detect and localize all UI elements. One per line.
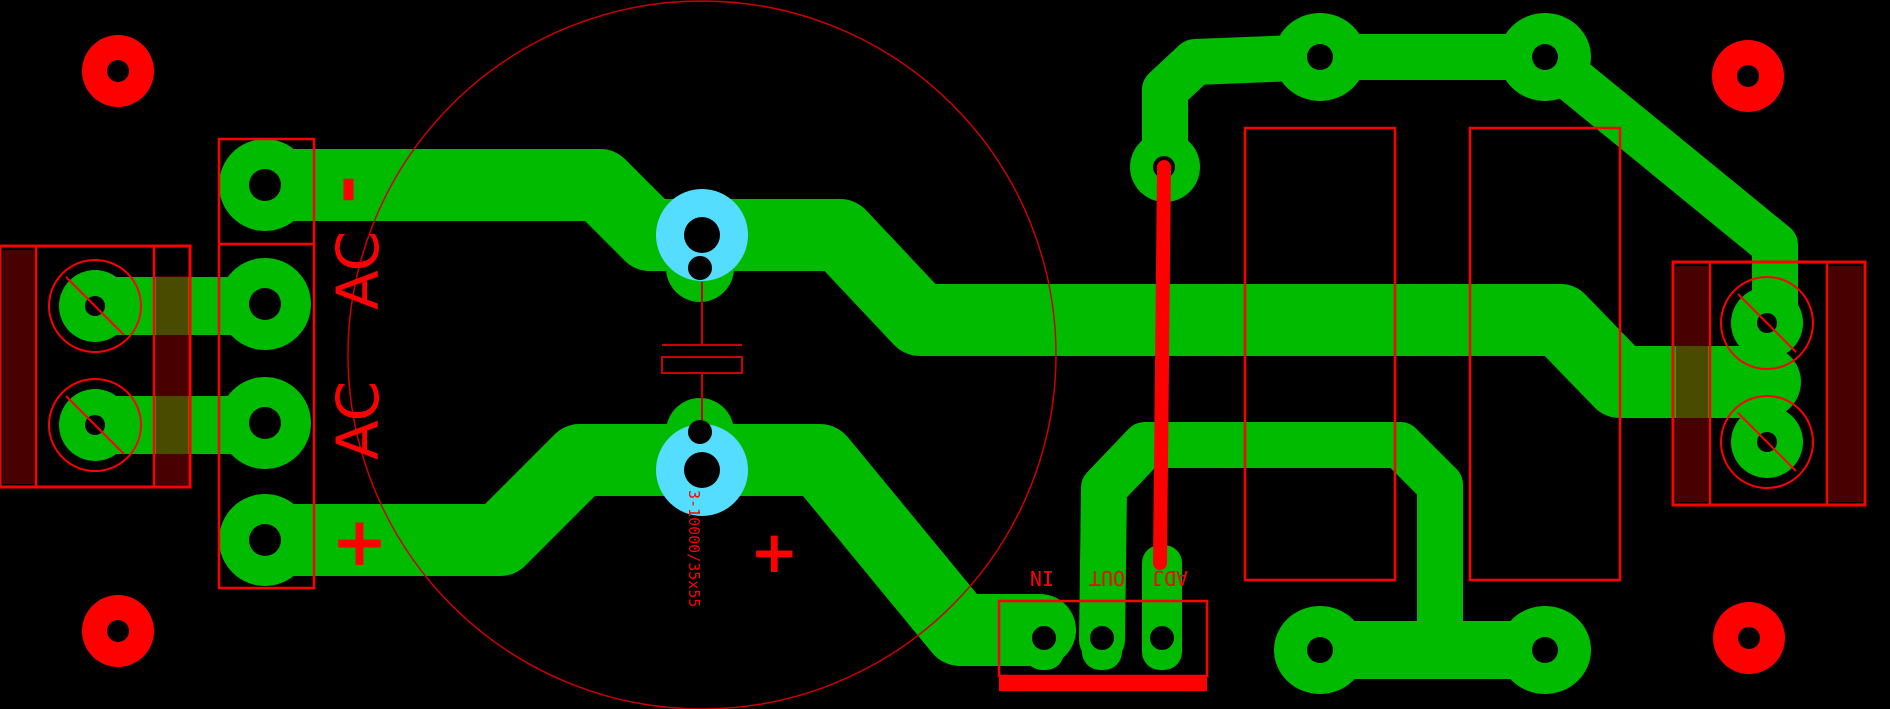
input-header-outline: [217, 137, 316, 590]
left-terminal-slash-2: [65, 395, 125, 455]
mounting-hole-br-drill: [1738, 627, 1760, 649]
right-terminal-screw-2: [1720, 395, 1814, 489]
ac-label-top: AC: [324, 231, 392, 310]
header-outline-rect: [217, 137, 316, 590]
right-terminal-hatch-left: [1676, 266, 1708, 502]
drill-res-left-top: [1307, 44, 1333, 70]
drill-cap-via-top: [684, 217, 720, 253]
left-terminal-frame: [0, 244, 192, 489]
ac-label-bottom: AC: [324, 381, 392, 460]
drill-res-right-bottom: [1532, 637, 1558, 663]
drill-reg-adj: [1150, 626, 1174, 650]
left-terminal-hatch-right: [156, 276, 188, 486]
trace-out-loop: [1079, 422, 1463, 673]
drill-header-1: [249, 169, 281, 201]
drill-res-right-top: [1532, 44, 1558, 70]
left-terminal-slash-1: [65, 276, 125, 336]
mounting-holes: [82, 35, 1785, 674]
drill-cap-pad-bottom: [688, 420, 712, 444]
cap-plus-label: +: [750, 518, 799, 586]
right-terminal-hatch-right: [1829, 266, 1862, 502]
mounting-hole-tl-drill: [107, 60, 129, 82]
drill-reg-out: [1090, 626, 1114, 650]
left-terminal-outline: [0, 244, 192, 489]
mounting-hole-bl: [82, 595, 154, 667]
right-terminal-slash-2: [1737, 412, 1797, 472]
right-terminal-slash-1: [1737, 293, 1797, 353]
left-terminal-screw-2: [48, 378, 142, 472]
drill-header-4: [249, 524, 281, 556]
minus-label: -: [311, 175, 393, 204]
drill-reg-in: [1032, 626, 1056, 650]
mounting-hole-tl: [82, 35, 154, 107]
mounting-hole-tr-drill: [1737, 65, 1759, 87]
plus-label-left: +: [331, 503, 388, 582]
right-terminal-outline: [1671, 260, 1867, 507]
capacitor-symbol: [661, 282, 743, 420]
drill-header-2: [249, 288, 281, 320]
reg-adj-label: ADJ: [1152, 566, 1188, 590]
trace-cap-to-right-top: [664, 199, 1801, 418]
drill-header-3: [249, 407, 281, 439]
right-terminal-frame: [1671, 260, 1867, 507]
right-terminal-screw-1: [1720, 276, 1814, 370]
regulator-heatsink-bar: [999, 676, 1207, 691]
mounting-hole-tr: [1712, 40, 1784, 112]
capacitor-outline: [347, 0, 1057, 709]
resistor-right-outline: [1468, 126, 1622, 582]
trace-plus-to-cap: [229, 424, 736, 576]
cap-value-label: 3-10000/35x55: [685, 490, 703, 607]
drill-cap-via-bottom: [684, 452, 720, 488]
mounting-hole-br: [1713, 602, 1785, 674]
left-terminal-screw-1: [48, 259, 142, 353]
mounting-hole-bl-drill: [107, 620, 129, 642]
drill-cap-pad-top: [688, 256, 712, 280]
jumper-wire: [1153, 160, 1171, 570]
reg-out-label: OUT: [1089, 566, 1125, 590]
drill-res-left-bottom: [1307, 637, 1333, 663]
left-terminal-hatch-left: [3, 250, 34, 484]
resistor-left-outline: [1243, 126, 1397, 582]
reg-in-label: IN: [1030, 566, 1054, 590]
